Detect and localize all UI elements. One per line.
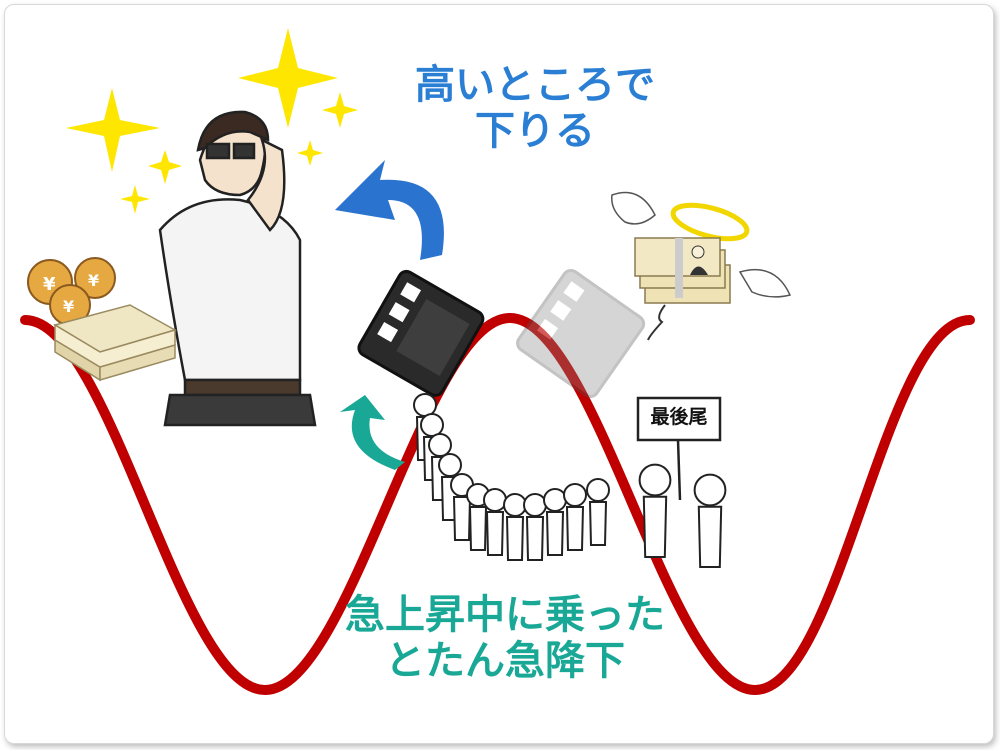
person-figure	[483, 488, 507, 556]
last-in-line-sign	[636, 396, 722, 501]
svg-text:¥: ¥	[43, 274, 56, 295]
top-caption-line-2: 下りる	[475, 108, 595, 154]
bottom-caption-line-1: 急上昇中に乗った	[345, 592, 665, 638]
bottom-caption: 急上昇中に乗った とたん急降下	[310, 592, 700, 684]
businessman-figure	[158, 110, 317, 427]
person-figure	[503, 493, 527, 561]
money-bags-icon: ¥ ¥ ¥	[27, 257, 116, 326]
sparkle-icons	[66, 28, 358, 214]
person-figure	[586, 478, 610, 546]
teal-curved-arrow-icon	[340, 395, 405, 470]
card-background	[4, 4, 994, 744]
person-figure	[563, 483, 587, 551]
sign-label: 最後尾	[650, 406, 708, 428]
top-caption-line-1: 高いところで	[415, 62, 655, 108]
person-figure	[543, 488, 567, 556]
svg-text:¥: ¥	[88, 271, 99, 290]
queue-of-people	[413, 393, 727, 568]
person-figure	[693, 473, 727, 568]
price-curve	[20, 312, 975, 696]
person-figure	[638, 463, 672, 558]
blue-curved-arrow-icon	[335, 160, 444, 260]
top-caption: 高いところで 下りる	[390, 62, 680, 154]
roller-coaster-car-ghost	[516, 268, 646, 398]
angel-money-icon	[611, 191, 792, 341]
person-figure	[466, 483, 490, 551]
bottom-caption-line-2: とたん急降下	[385, 638, 625, 684]
svg-text:¥: ¥	[63, 297, 74, 316]
person-figure	[523, 493, 547, 561]
banknote-stacks-icon	[53, 304, 177, 382]
roller-coaster-car-black	[357, 269, 485, 397]
